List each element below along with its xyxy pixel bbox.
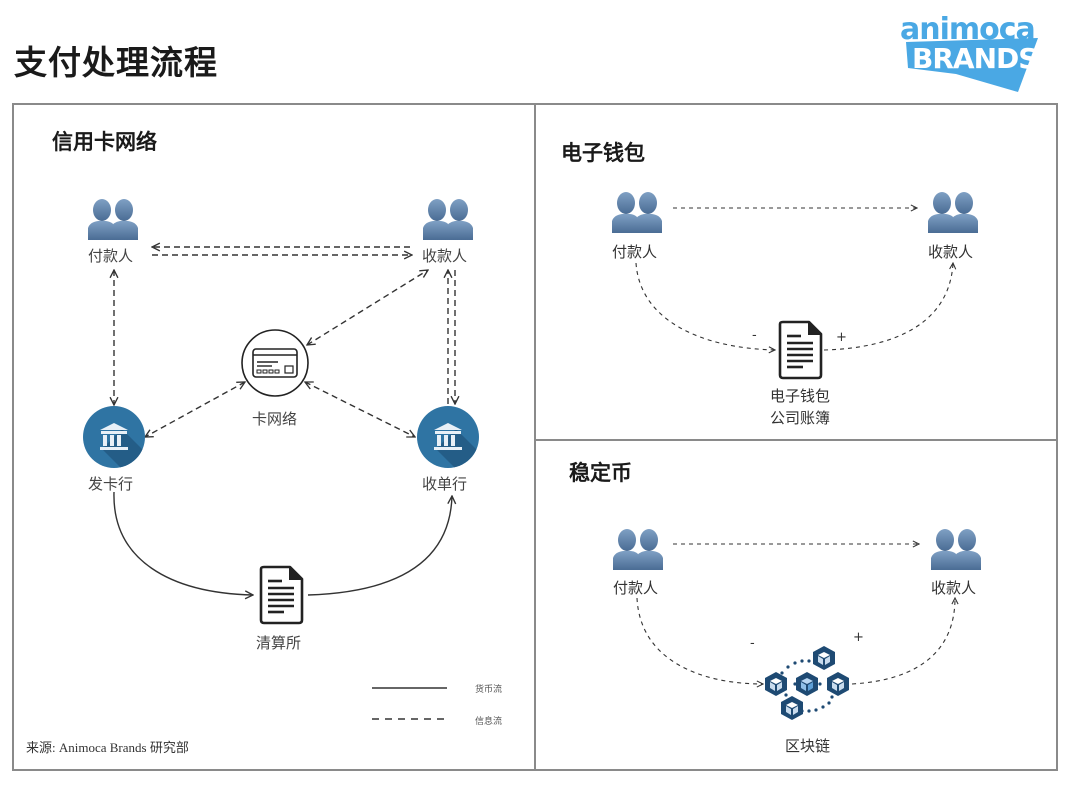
clearing-house-document-icon [259,565,304,625]
acquirer-bank-icon [417,406,479,468]
ewallet-payee-label: 收款人 [928,243,974,261]
stablecoin-payer-people-icon [613,529,663,570]
credit-card-network-title: 信用卡网络 [52,130,157,154]
logo-text-brands: BRANDS [912,42,1038,75]
stablecoin-payee-people-icon [931,529,981,570]
ewallet-ledger-label-line1: 电子钱包 [770,387,831,405]
e-wallet-title: 电子钱包 [561,141,645,165]
source-note: 来源: Animoca Brands 研究部 [26,740,189,755]
acquirer-label: 收单行 [422,475,468,493]
legend-money-flow-label: 货币流 [475,685,503,695]
clearing-house-label: 清算所 [256,634,302,652]
payee-people-icon [423,199,473,240]
logo-banner-shape [906,38,1038,92]
stablecoin-plus-sign: + [853,630,864,645]
issuer-label: 发卡行 [88,475,134,493]
page-title: 支付处理流程 [14,43,218,82]
legend-info-flow-label: 信息流 [475,717,503,727]
stablecoin-payer-label: 付款人 [613,579,659,597]
issuer-bank-icon [83,406,145,468]
stablecoin-minus-sign: - [750,636,755,651]
ewallet-ledger-label-line2: 公司账簿 [770,409,831,427]
ewallet-ledger-document-icon [778,320,823,380]
animoca-brands-logo: animoca BRANDS [898,8,1048,96]
stablecoin-payee-label: 收款人 [931,579,977,597]
ewallet-payee-people-icon [928,192,978,233]
stablecoin-title: 稳定币 [569,461,632,485]
credit-card-icon [241,329,309,397]
ewallet-plus-sign: + [836,330,847,345]
payer-people-icon [88,199,138,240]
blockchain-label: 区块链 [785,737,831,755]
ewallet-payer-label: 付款人 [612,243,658,261]
logo-text-animoca: animoca [900,12,1036,47]
payee-label: 收款人 [422,247,468,265]
payer-label: 付款人 [88,247,134,265]
card-network-label: 卡网络 [252,410,298,428]
blockchain-cubes-icon [765,646,849,720]
ewallet-payer-people-icon [612,192,662,233]
ewallet-minus-sign: - [752,328,757,343]
